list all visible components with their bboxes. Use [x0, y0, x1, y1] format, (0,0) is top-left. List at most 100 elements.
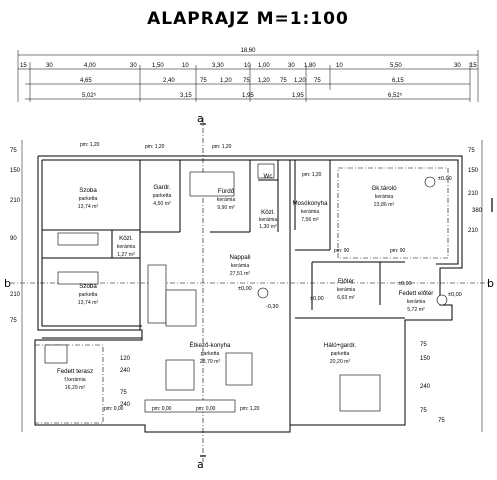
room-floor: kerámia [231, 263, 250, 269]
room-szoba-1: Szoba parketta 13,74 m² [78, 187, 99, 210]
dim-label: 150 [468, 168, 479, 174]
room-wc: Wc [264, 173, 273, 180]
room-nappali: Nappali kerámia 27,51 m² [230, 254, 251, 277]
room-area: 1,27 m² [117, 252, 135, 258]
level-labels: ±0,00 ±0,00 -0,30 ±0,00 ±0,00 ±0,00 [238, 176, 462, 310]
room-name: Előtér [338, 278, 354, 285]
room-name: Étkező-konyha [190, 342, 231, 349]
dim-label: 5,02⁵ [82, 92, 97, 99]
dim-label: 10 [244, 63, 251, 69]
dim-label: 210 [468, 228, 479, 234]
dim-label: 1,00 [258, 63, 270, 69]
door-label: pm: 0,00 [152, 406, 172, 412]
dim-overall: 18,60 [240, 48, 256, 54]
dim-label: 150 [10, 168, 21, 174]
room-floor: kerámia [337, 287, 356, 293]
wardrobe [57, 232, 99, 246]
dim-label: 75 [420, 408, 427, 414]
room-area: 23,86 m² [374, 202, 395, 208]
room-name: Gardr. [153, 184, 170, 191]
room-kozl-1: Közl. kerámia 1,30 m² [259, 209, 278, 230]
room-floor: kerámia [301, 209, 320, 215]
dim-label: 75 [10, 318, 17, 324]
room-gardrob: Gardr. parketta 4,50 m² [153, 184, 172, 207]
drain-symbol [424, 176, 436, 188]
room-name: Fedett előtér [399, 290, 434, 297]
kitchen-counter [144, 399, 236, 413]
kitchen-island [225, 352, 253, 386]
room-floor: kerámia [117, 244, 136, 250]
room-area: 23,79 m² [200, 359, 221, 365]
room-area: 27,51 m² [230, 271, 251, 277]
door-label: pm: 90 [334, 248, 350, 254]
section-marker-b-right: b [487, 277, 494, 290]
dim-label: 6,52⁵ [388, 92, 403, 99]
room-halo-gardrob: Háló+gardr. parketta 20,20 m² [324, 342, 356, 365]
room-floor: parketta [153, 193, 172, 199]
room-floor: kerámia [259, 217, 278, 223]
room-floor: kerámia [407, 299, 426, 305]
room-area: 20,20 m² [330, 359, 351, 365]
dim-row-2: 4,65 2,40 75 1,20 75 1,20 75 1,20 75 6,1… [80, 78, 404, 84]
dim-label: 150 [420, 356, 431, 362]
dim-label: 1,20 [220, 78, 232, 84]
level-label: ±0,00 [448, 292, 462, 298]
dim-label: 240 [120, 368, 131, 374]
dim-label: 75 [243, 78, 250, 84]
room-name: Fürdő [218, 188, 235, 195]
door-label: pm: 1,20 [145, 144, 165, 150]
room-area: 7,56 m² [301, 217, 319, 223]
dim-label: 1,50 [152, 63, 164, 69]
dim-label: 75 [420, 342, 427, 348]
room-etkezo-konyha: Étkező-konyha parketta 23,79 m² [190, 342, 231, 365]
level-label: ±0,00 [238, 286, 252, 292]
dim-label: 3,15 [180, 93, 192, 99]
dim-label: 3,30 [212, 63, 224, 69]
room-floor: kerámia [217, 197, 236, 203]
dim-label: 30 [130, 63, 137, 69]
dim-label: 75 [438, 418, 445, 424]
door-label: pm: 0,00 [104, 406, 124, 412]
terrace-table [44, 344, 68, 364]
terrace-outline [34, 344, 104, 424]
room-name: Gk.tároló [371, 185, 397, 192]
room-kozl-2: Közl. kerámia 1,27 m² [117, 235, 136, 258]
dim-label: 15 [20, 63, 27, 69]
room-name: Közl. [119, 235, 133, 242]
room-name: Szoba [79, 187, 97, 194]
room-name: Wc [264, 173, 273, 180]
room-fedett-eloter: Fedett előtér kerámia 5,72 m² [399, 290, 434, 313]
side-dims-right: 75 150 210 380 210 75 150 240 75 75 [420, 140, 483, 432]
room-area: 16,29 m² [65, 385, 86, 391]
door-label: pm: 1,20 [302, 172, 322, 178]
room-area: 13,74 m² [78, 204, 99, 210]
room-name: Közl. [261, 209, 275, 216]
room-labels: Szoba parketta 13,74 m² Gardr. parketta … [57, 173, 433, 391]
dim-label: 380 [472, 208, 483, 214]
dim-label: 75 [280, 78, 287, 84]
inner-walls [42, 160, 405, 339]
room-fedett-terasz: Fedett terasz f.kerámia 16,29 m² [57, 368, 93, 391]
dim-label: 1,20 [294, 78, 306, 84]
dim-label: 15 [470, 63, 477, 69]
room-area: 5,72 m² [407, 307, 425, 313]
level-label: ±0,00 [438, 176, 452, 182]
room-floor: parketta [201, 351, 220, 357]
dim-label: 30 [288, 63, 295, 69]
level-marker-living [257, 287, 269, 299]
room-floor: kerámia [375, 194, 394, 200]
room-area: 13,74 m² [78, 300, 99, 306]
section-marker-a-top: a [197, 112, 204, 125]
level-label: ±0,00 [310, 296, 324, 302]
room-area: 6,63 m² [337, 295, 355, 301]
room-area: 1,30 m² [259, 224, 277, 230]
bathtub [189, 171, 235, 197]
room-area: 4,50 m² [153, 201, 171, 207]
dim-label: 210 [10, 292, 21, 298]
room-floor: f.kerámia [64, 377, 85, 383]
dim-label: 210 [10, 198, 21, 204]
door-label: pm: 0,00 [196, 406, 216, 412]
room-name: Mosókonyha [292, 200, 328, 207]
dim-label: 2,40 [163, 78, 175, 84]
section-marker-b-left: b [4, 277, 11, 290]
